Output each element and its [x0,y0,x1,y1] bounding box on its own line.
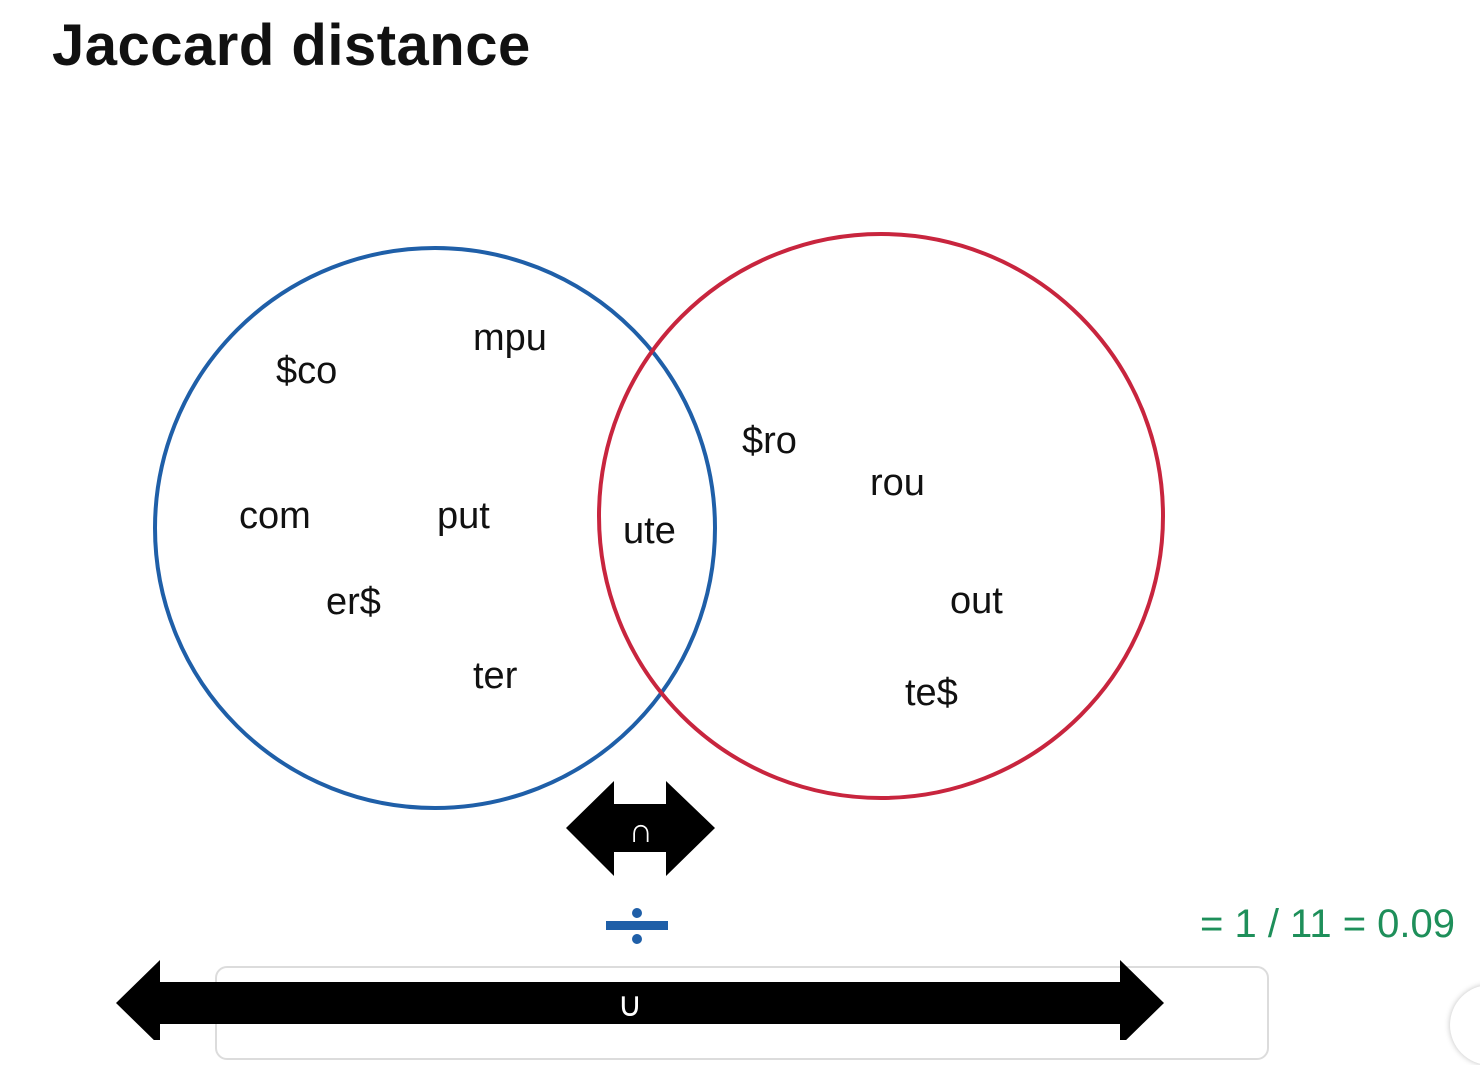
set-b-term: $ro [742,420,797,462]
intersection-term: ute [623,510,676,552]
venn-diagram: $co mpu com put er$ ter ute $ro rou out … [116,232,1165,1040]
set-a-term: $co [276,350,337,392]
set-a-term: put [437,495,490,537]
set-b-circle [597,232,1165,800]
divide-icon [606,908,668,944]
set-a-circle [153,246,717,810]
set-b-term: out [950,580,1003,622]
page-title: Jaccard distance [52,13,531,78]
set-a-term: er$ [326,581,381,623]
intersection-arrow: ∩ [566,781,715,876]
set-b-term: te$ [905,672,958,714]
set-a-term: com [239,495,311,537]
set-b-term: rou [870,462,925,504]
jaccard-formula: = 1 / 11 = 0.09 [1200,902,1456,946]
set-a-term: mpu [473,317,547,359]
set-a-term: ter [473,655,518,697]
intersection-symbol: ∩ [629,812,653,850]
union-arrow: ∪ [116,960,1164,1040]
union-symbol: ∪ [618,986,643,1024]
